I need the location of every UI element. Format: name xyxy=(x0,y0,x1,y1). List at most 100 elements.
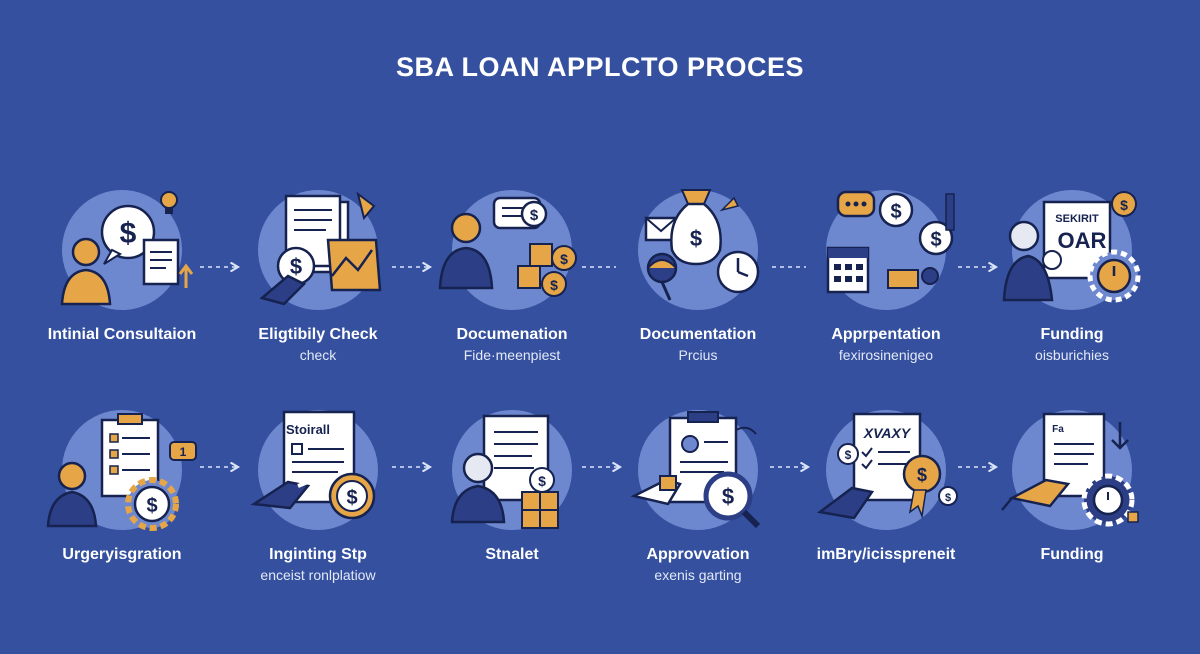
hand-with-pen-icon xyxy=(250,476,319,510)
step-sublabel: Prcius xyxy=(678,347,718,363)
dollar-sign: $ xyxy=(890,201,901,223)
dollar-sign: $ xyxy=(930,229,941,251)
step-label: Apprpentation xyxy=(831,326,941,343)
person-icon xyxy=(438,212,494,290)
step-approvvation[interactable]: $ Approvvation exenis garting xyxy=(598,400,798,583)
step-label: Intinial Consultaion xyxy=(47,326,197,343)
dollar-sign: $ xyxy=(945,492,951,504)
step-label: Documentation xyxy=(639,326,757,343)
flow-arrow xyxy=(958,462,999,472)
dollar-sign: $ xyxy=(560,251,568,267)
medal-icon: $ xyxy=(902,454,942,519)
money-bag-icon: $ xyxy=(670,189,722,266)
step-sublabel: enceist ronlplatiow xyxy=(260,567,376,583)
board-text: OAR xyxy=(1058,228,1107,253)
dollar-sign: $ xyxy=(845,448,852,462)
dollar-sign: $ xyxy=(690,226,702,251)
page-title: SBA LOAN APPLCTO PROCES xyxy=(395,52,805,82)
flow-arrow xyxy=(582,462,623,472)
step-underwriting[interactable]: 1 $ Urgeryisgration xyxy=(22,400,222,567)
hand-icon xyxy=(259,274,307,306)
dollar-sign: $ xyxy=(917,465,927,485)
step-label: Stnalet xyxy=(485,546,539,563)
flow-arrow xyxy=(392,262,433,272)
magnifier-icon: $ xyxy=(703,471,761,529)
step-sublabel: fexirosinenigeo xyxy=(838,347,934,363)
step-label: Approvvation xyxy=(646,546,750,563)
chat-bubble-icon xyxy=(836,190,876,218)
coin-icon: $ $ xyxy=(878,192,954,256)
documentation-process-illustration: $ xyxy=(638,189,760,310)
badge-icon: 1 xyxy=(169,441,197,461)
coin-stack-icon: $ $ xyxy=(517,243,577,297)
signing-illustration: Stoirall $ xyxy=(250,410,378,530)
key-icon xyxy=(887,193,955,289)
step-disbursement[interactable]: XVAXY $ $ $ imBry/icisspreneit xyxy=(786,400,986,567)
step-label: Eligtibily Check xyxy=(258,326,378,343)
flow-arrow xyxy=(200,462,241,472)
step-documentation-process[interactable]: $ Documentation Prcius xyxy=(598,180,798,363)
step-statement[interactable]: $ Stnalet xyxy=(412,400,612,567)
hand-icon xyxy=(1001,478,1071,511)
flow-arrow xyxy=(392,462,433,472)
chat-bubble-icon: $ xyxy=(492,196,548,230)
disbursement-illustration: XVAXY $ $ $ xyxy=(816,410,958,530)
document-icon xyxy=(142,238,194,288)
person-icon xyxy=(60,237,112,306)
folder-icon xyxy=(326,191,382,292)
person-icon xyxy=(46,461,98,528)
step-funding-final[interactable]: Fa Funding xyxy=(972,400,1172,567)
approval-illustration: $ $ xyxy=(826,190,955,310)
coin-icon: $ xyxy=(1111,191,1137,217)
step-label: imBry/icisspreneit xyxy=(816,546,956,563)
step-label: Urgeryisgration xyxy=(62,546,182,563)
step-eligibility-check[interactable]: $ Eligtibily Check check xyxy=(218,180,418,363)
figure-icon xyxy=(646,252,678,301)
step-sublabel: oisburichies xyxy=(1035,347,1109,363)
coin-icon: $ xyxy=(529,467,555,493)
flow-arrow xyxy=(770,462,811,472)
step-sublabel: Fide·meenpiest xyxy=(463,347,561,363)
step-sublabel: exenis garting xyxy=(654,567,742,583)
document-scrawl-text: XVAXY xyxy=(863,425,912,441)
badge-number: 1 xyxy=(180,445,187,459)
person-icon xyxy=(450,452,506,524)
step-approval[interactable]: $ $ Apprpentation fexirosinenigeo xyxy=(786,180,986,363)
dollar-sign: $ xyxy=(538,473,546,489)
speech-bubble-icon: $ xyxy=(100,204,156,265)
dollar-sign: $ xyxy=(530,207,539,224)
flow-arrow xyxy=(772,266,806,268)
statement-illustration: $ xyxy=(450,410,572,530)
gear-icon: $ xyxy=(125,477,179,531)
hand-icon xyxy=(816,486,875,520)
coin-icon: $ xyxy=(276,246,316,286)
dollar-sign: $ xyxy=(1120,197,1128,213)
flow-arrow xyxy=(958,262,999,272)
funding-final-illustration: Fa xyxy=(1001,410,1139,530)
step-signing[interactable]: Stoirall $ Inginting Stp enceist ronlpla… xyxy=(218,400,418,583)
approvvation-illustration: $ xyxy=(630,410,761,530)
person-icon xyxy=(1002,220,1062,302)
step-documentation[interactable]: $ $ $ Documenation Fide·meenpiest xyxy=(412,180,612,363)
flow-arrow xyxy=(582,266,616,268)
coin-icon: $ $ xyxy=(837,443,958,506)
consultation-illustration: $ xyxy=(60,190,194,310)
clock-icon xyxy=(716,250,760,294)
dollar-sign: $ xyxy=(722,484,734,509)
hand-icon xyxy=(630,475,682,506)
gear-icon xyxy=(1087,249,1141,303)
step-label: Inginting Stp xyxy=(269,546,367,563)
document-tiny-text: Fa xyxy=(1052,424,1064,435)
step-initial-consultation[interactable]: $ Intinial Consultaion xyxy=(22,180,222,347)
down-arrow-icon xyxy=(1111,422,1129,450)
dollar-sign: $ xyxy=(290,254,302,279)
step-funding[interactable]: SEKIRIT OAR $ Funding oisburichies xyxy=(972,180,1172,363)
step-label: Funding xyxy=(1040,326,1104,343)
step-label: Documenation xyxy=(456,326,568,343)
dollar-sign: $ xyxy=(346,487,357,509)
underwriting-illustration: 1 $ xyxy=(46,410,197,531)
dollar-sign: $ xyxy=(120,217,137,250)
step-sublabel: check xyxy=(299,347,337,363)
funding-illustration: SEKIRIT OAR $ xyxy=(1002,190,1141,310)
eligibility-illustration: $ xyxy=(258,190,382,310)
